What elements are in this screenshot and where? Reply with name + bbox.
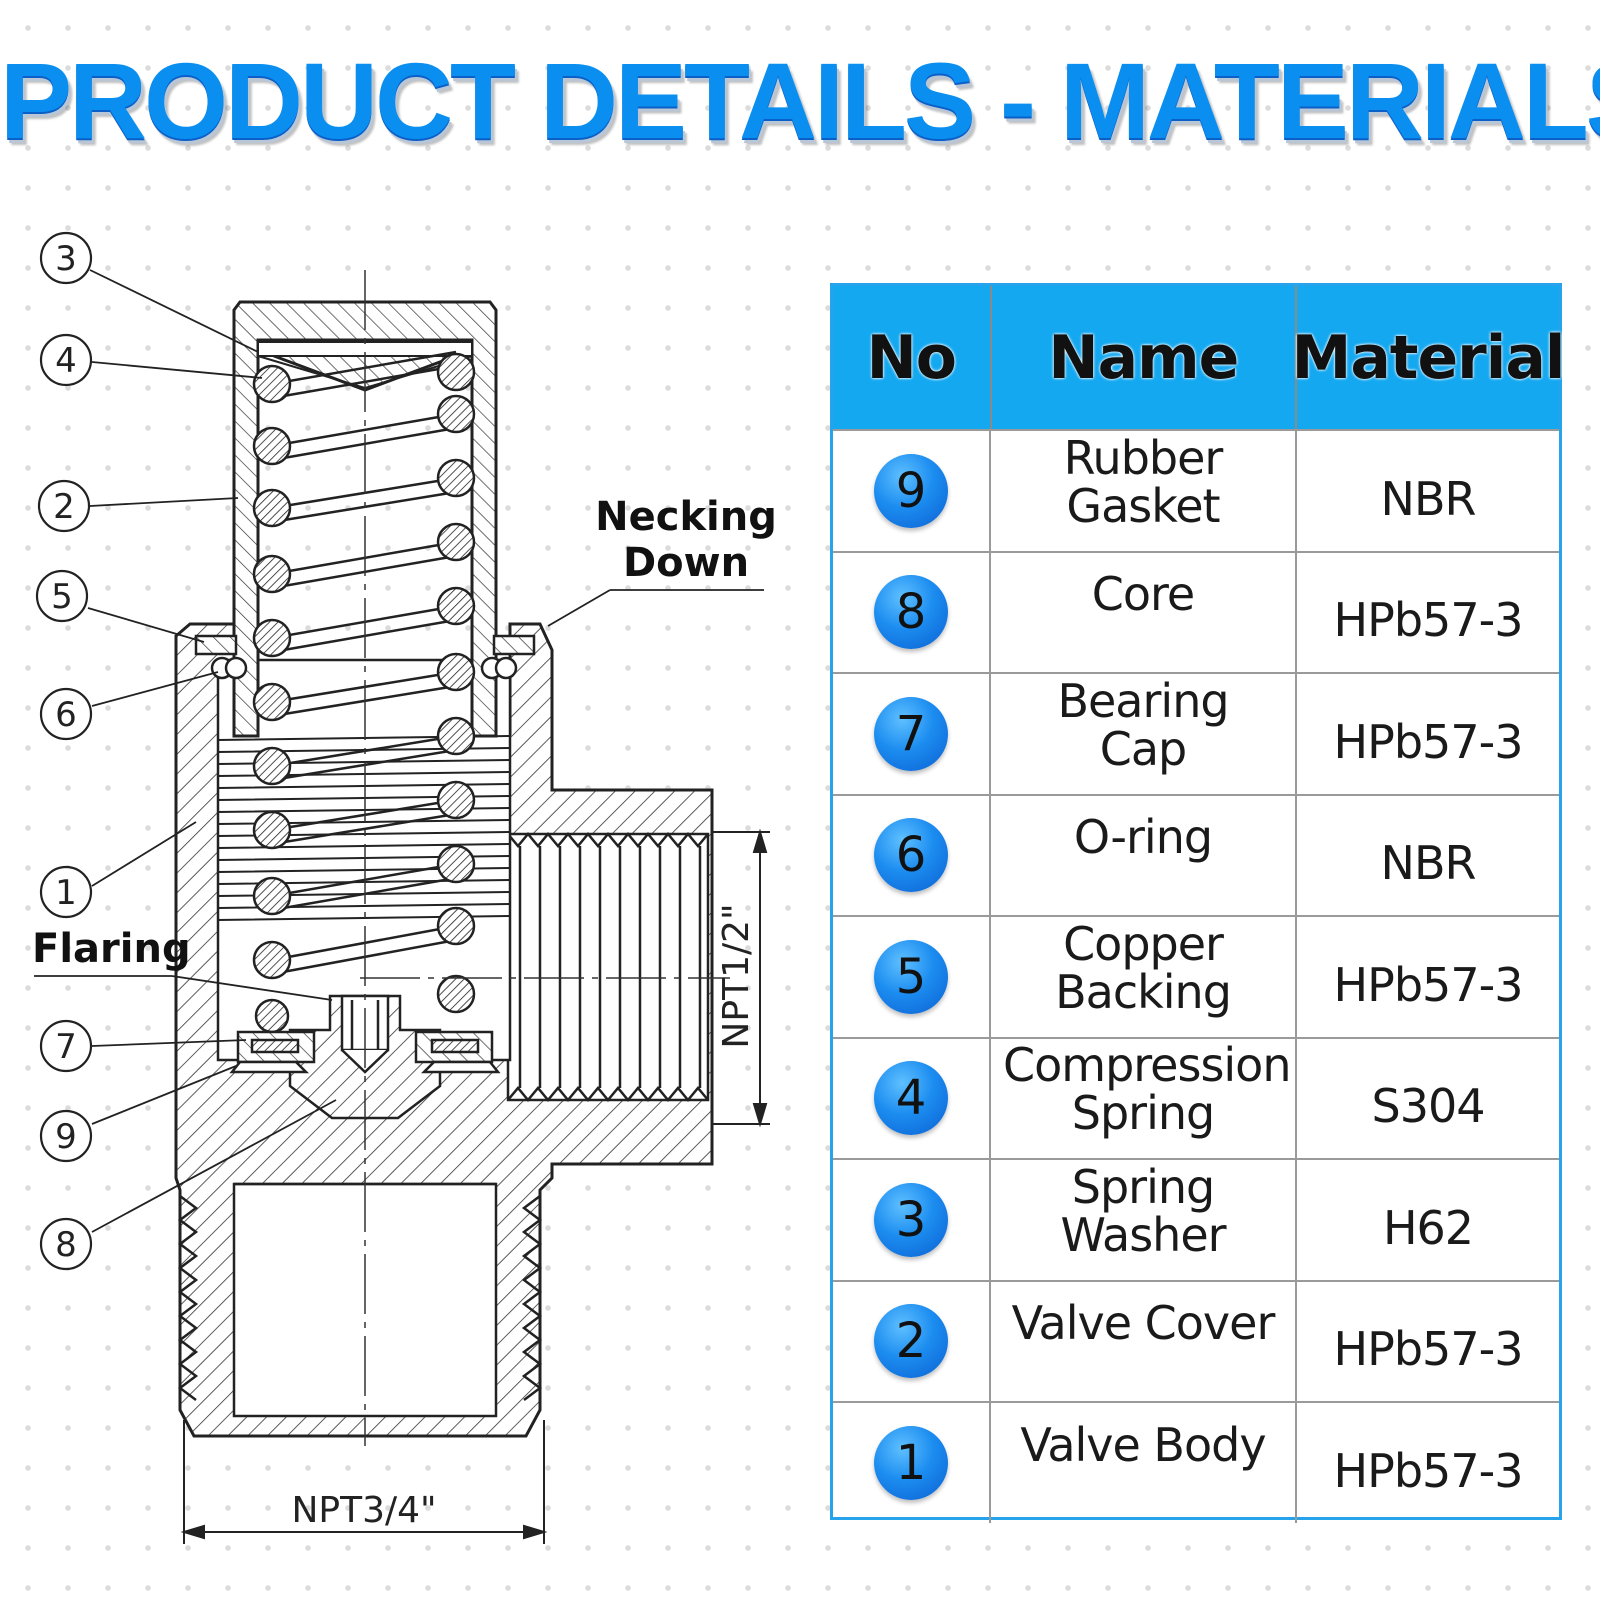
part-material: NBR [1380,836,1477,891]
part-name: Valve Cover [1011,1296,1276,1351]
row-number-badge: 3 [874,1182,948,1257]
row-number-badge: 4 [874,1061,948,1136]
part-name: O-ring [1073,810,1213,865]
part-material: S304 [1371,1079,1486,1134]
necking-down-label-line1: Necking [595,494,777,540]
page-title: PRODUCT DETAILS - MATERIALS [0,40,1600,161]
side-outlet-thread [506,832,710,1102]
callout-9: 9 [55,1117,77,1157]
table-row: 2 Valve Cover HPb57-3 [833,1279,1559,1401]
table-header: No Name Material [833,286,1566,429]
part-material: HPb57-3 [1333,593,1524,648]
callout-2: 2 [53,487,75,527]
part-name: Valve Body [1020,1417,1266,1472]
callout-circles [35,231,93,1271]
part-name: Core [1091,567,1195,622]
dimension-npt-threequarter [180,1420,548,1544]
row-number-badge: 9 [874,453,948,528]
part-material: HPb57-3 [1333,1443,1524,1498]
flaring-label: Flaring [32,926,191,972]
bottom-inlet [177,1182,543,1418]
spring-coils [252,352,476,1034]
header-no: No [833,286,992,429]
compression-spring [271,350,457,976]
table-row: 8 Core HPb57-3 [833,550,1559,672]
header-name: Name [992,286,1297,429]
callout-7: 7 [55,1027,77,1067]
table-row: 1 Valve Body HPb57-3 [833,1401,1559,1523]
dimension-npt-half [712,828,770,1128]
part-material: NBR [1380,471,1477,526]
npt-threequarter-label: NPT3/4" [291,1490,436,1531]
part-material: H62 [1382,1200,1474,1255]
part-material: HPb57-3 [1333,957,1524,1012]
callout-3: 3 [55,239,77,279]
row-number-badge: 2 [874,1304,948,1379]
bearing-cap [229,1030,501,1074]
row-number-badge: 6 [874,818,948,893]
row-number-badge: 7 [874,696,948,771]
row-number-badge: 1 [874,1425,948,1500]
callout-4: 4 [55,341,77,381]
callout-leaders [34,269,764,1233]
callout-1: 1 [55,873,77,913]
npt-half-label: NPT1/2" [716,903,757,1048]
header-material: Material [1291,322,1566,393]
callout-8: 8 [55,1225,77,1265]
part-material: HPb57-3 [1333,714,1524,769]
row-number-badge: 8 [874,575,948,650]
table-row: 6 O-ring NBR [833,793,1559,915]
callout-6: 6 [55,695,77,735]
necking-down-label-line2: Down [623,540,749,586]
part-material: HPb57-3 [1333,1322,1524,1377]
row-number-badge: 5 [874,939,948,1014]
callout-5: 5 [51,577,73,617]
